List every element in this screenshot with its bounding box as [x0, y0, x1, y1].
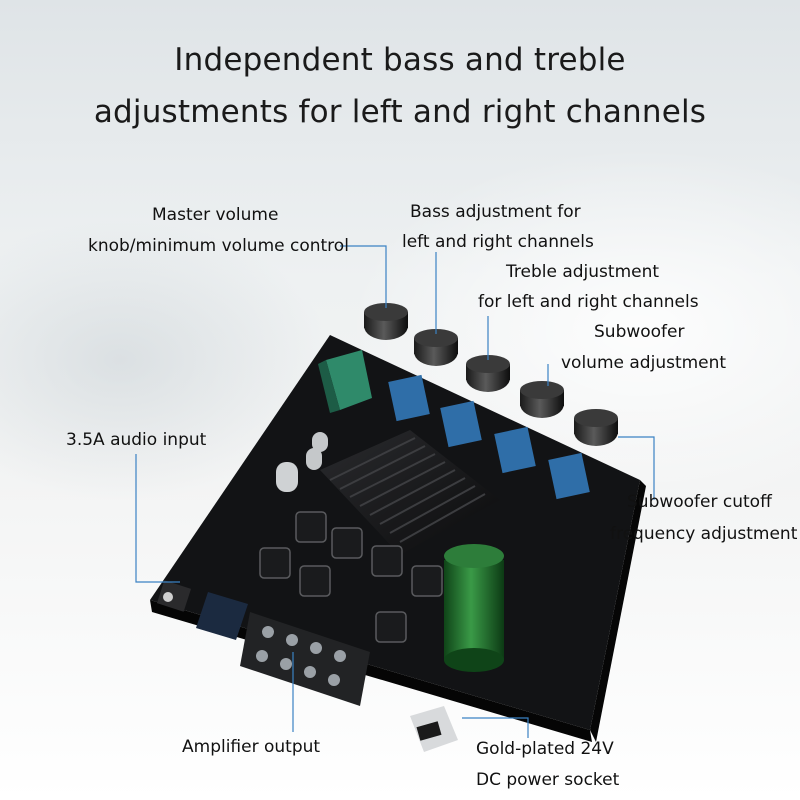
label-subwoofer-cutoff-line1: Subwoofer cutoff — [627, 492, 772, 512]
label-audio-input: 3.5A audio input — [66, 430, 207, 450]
label-master-volume-line1: Master volume — [152, 205, 279, 225]
potentiometers — [388, 374, 590, 500]
callout-line-master-volume — [340, 245, 387, 308]
label-subwoofer-volume-line1: Subwoofer — [594, 322, 685, 342]
label-bass-line2: left and right channels — [402, 232, 594, 252]
audio-jack — [156, 580, 192, 612]
callout-line-power-socket — [462, 717, 529, 738]
green-input-module — [318, 350, 372, 413]
main-capacitor — [444, 544, 504, 672]
inductors — [259, 511, 443, 643]
label-amplifier-output: Amplifier output — [182, 737, 321, 757]
callout-line-cutoff — [618, 436, 655, 500]
small-capacitors — [276, 432, 328, 492]
callout-lines — [135, 245, 655, 738]
label-treble-line1: Treble adjustment — [506, 262, 660, 282]
headline-line-1: Independent bass and treble — [174, 42, 626, 78]
label-subwoofer-volume-line2: volume adjustment — [561, 353, 727, 373]
label-subwoofer-cutoff-line2: frequency adjustment — [610, 524, 798, 544]
callout-line-audio-input — [135, 454, 180, 583]
label-treble-line2: for left and right channels — [478, 292, 699, 312]
headline-line-2: adjustments for left and right channels — [93, 94, 707, 130]
dc-power-socket — [410, 706, 458, 752]
label-power-socket-line2: DC power socket — [476, 770, 620, 790]
bluetooth-antenna-module — [196, 592, 248, 640]
label-bass-line1: Bass adjustment for — [410, 202, 581, 222]
label-power-socket-line1: Gold-plated 24V — [476, 739, 614, 759]
control-knobs — [364, 303, 618, 446]
output-terminal-block — [240, 612, 370, 706]
heatsink — [320, 430, 500, 555]
label-master-volume-line2: knob/minimum volume control — [88, 236, 349, 256]
